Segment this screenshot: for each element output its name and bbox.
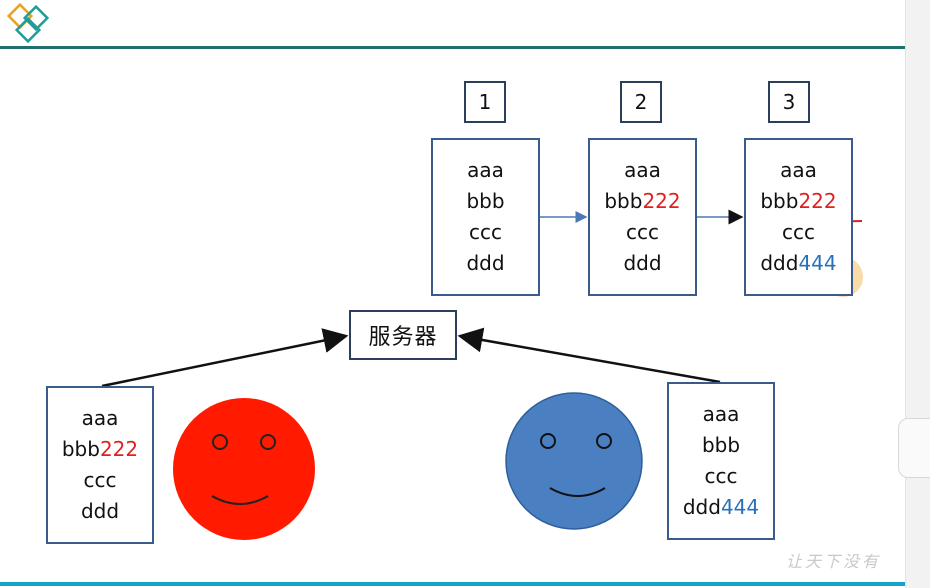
right-user-file: aaa bbb ccc ddd444: [667, 382, 775, 540]
right-user-eye-left: [540, 433, 556, 449]
version-3-file: aaa bbb222 ccc ddd444: [744, 138, 853, 296]
file-line-text: ccc: [782, 220, 815, 244]
left-user-face: [173, 398, 315, 540]
file-line: ddd: [623, 248, 661, 279]
file-line: bbb222: [604, 186, 680, 217]
file-line: ccc: [626, 217, 659, 248]
file-line-text: aaa: [467, 158, 504, 182]
side-panel-strip: [905, 0, 930, 588]
watermark: 让天下没有: [786, 552, 882, 571]
arrow-left-user-to-server: [101, 328, 349, 388]
file-line: ddd444: [760, 248, 836, 279]
file-line-text: bbb: [466, 189, 505, 213]
file-line: ccc: [705, 461, 738, 492]
file-line-text: ccc: [83, 468, 117, 492]
header-rule: [0, 46, 905, 49]
version-1-file: aaa bbb ccc ddd: [431, 138, 540, 296]
arrow-right-user-to-server: [457, 327, 721, 384]
file-line: bbb222: [760, 186, 836, 217]
right-user-mouth: [549, 487, 606, 497]
file-line-change: 444: [720, 495, 760, 519]
right-user-eye-right: [596, 433, 612, 449]
server-box: 服务器: [349, 310, 457, 360]
version-2-file: aaa bbb222 ccc ddd: [588, 138, 697, 296]
file-line: ccc: [84, 465, 117, 496]
file-line: ccc: [469, 217, 502, 248]
file-line: aaa: [703, 399, 740, 430]
file-line: ddd: [81, 496, 119, 527]
file-line-text: ddd: [80, 499, 120, 523]
file-line-text: bbb: [604, 189, 643, 213]
file-line-text: aaa: [780, 158, 817, 182]
file-line: ddd: [466, 248, 504, 279]
file-line-text: ddd: [466, 251, 505, 275]
file-line-text: ccc: [704, 464, 738, 488]
file-line-text: ddd: [682, 495, 721, 519]
file-line: aaa: [624, 155, 661, 186]
left-user-mouth: [211, 495, 269, 505]
left-user-eye-left: [212, 434, 228, 450]
diagram-graphics: [101, 209, 863, 540]
file-line: bbb: [702, 430, 740, 461]
file-line: aaa: [780, 155, 817, 186]
file-line-text: aaa: [702, 402, 740, 426]
file-line-text: bbb: [61, 437, 100, 461]
file-line-text: ccc: [626, 220, 659, 244]
version-2-number: 2: [620, 81, 662, 123]
logo-icon: [6, 2, 50, 44]
file-line-change: 222: [642, 189, 681, 213]
file-line-text: ddd: [623, 251, 662, 275]
file-line-change: 222: [798, 189, 837, 213]
file-line: aaa: [467, 155, 504, 186]
file-line-change: 222: [99, 437, 139, 461]
file-line: ddd444: [683, 492, 759, 523]
file-line: bbb222: [62, 434, 138, 465]
file-line-text: bbb: [760, 189, 799, 213]
right-user-face: [505, 392, 643, 530]
file-line-text: aaa: [81, 406, 119, 430]
left-user-eye-right: [260, 434, 276, 450]
version-3-number: 3: [768, 81, 810, 123]
file-line: ccc: [782, 217, 815, 248]
version-1-number: 1: [464, 81, 506, 123]
file-line-text: aaa: [624, 158, 661, 182]
file-line: bbb: [466, 186, 504, 217]
file-line-text: ccc: [469, 220, 502, 244]
file-line: aaa: [82, 403, 119, 434]
side-scroll-handle[interactable]: [898, 418, 930, 478]
left-user-file: aaa bbb222 ccc ddd: [46, 386, 154, 544]
file-line-text: bbb: [701, 433, 741, 457]
file-line-change: 444: [798, 251, 837, 275]
file-line-text: ddd: [760, 251, 799, 275]
footer-rule: [0, 582, 905, 586]
